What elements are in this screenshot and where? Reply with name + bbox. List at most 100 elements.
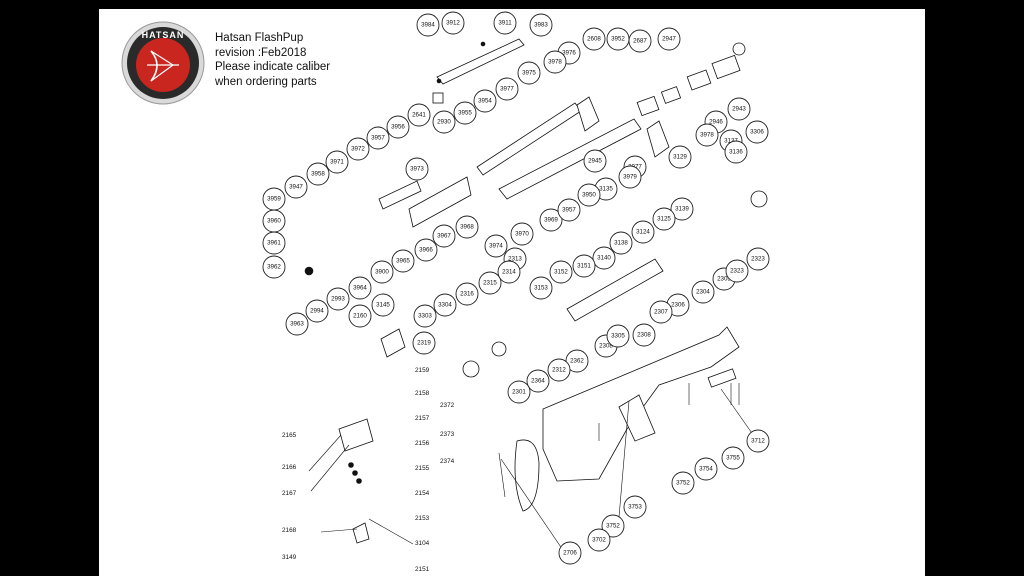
part-callout: 3966 bbox=[414, 238, 438, 262]
part-callout: 2314 bbox=[497, 260, 521, 284]
part-callout: 3959 bbox=[262, 187, 286, 211]
part-callout: 2947 bbox=[657, 27, 681, 51]
part-number-label: 2156 bbox=[415, 440, 430, 447]
callout-circle bbox=[348, 276, 372, 300]
spring-part bbox=[352, 470, 358, 476]
part-number-label: 2165 bbox=[282, 432, 297, 439]
part-callout: 3125 bbox=[652, 207, 676, 231]
part-callout: 3984 bbox=[416, 13, 440, 37]
part-callout: 2364 bbox=[526, 369, 550, 393]
callout-circle bbox=[366, 126, 390, 150]
header-text: Hatsan FlashPup revision :Feb2018 Please… bbox=[215, 31, 330, 89]
callout-number: 3970 bbox=[515, 231, 529, 238]
gauge-part bbox=[462, 360, 480, 378]
callout-number: 2308 bbox=[637, 332, 651, 339]
callout-number: 2641 bbox=[412, 112, 426, 119]
callout-circle bbox=[325, 150, 349, 174]
callout-circle bbox=[609, 231, 633, 255]
callout-number: 3125 bbox=[657, 216, 671, 223]
header-line: Please indicate caliber bbox=[215, 61, 331, 73]
callout-circle bbox=[582, 27, 606, 51]
callout-circle bbox=[326, 287, 350, 311]
part-callout: 3755 bbox=[721, 446, 745, 470]
callout-circle bbox=[497, 260, 521, 284]
part-callout: 3753 bbox=[623, 495, 647, 519]
callout-number: 3752 bbox=[606, 523, 620, 530]
rear-sight-part bbox=[646, 120, 670, 158]
part-callout: 3752 bbox=[601, 514, 625, 538]
callout-number: 3151 bbox=[577, 263, 591, 270]
callout-number: 3304 bbox=[438, 302, 452, 309]
part-callout: 3138 bbox=[609, 231, 633, 255]
part-callout: 3963 bbox=[285, 312, 309, 336]
part-callout: 3969 bbox=[539, 208, 563, 232]
callout-circle bbox=[671, 471, 695, 495]
part-number-label: 2158 bbox=[415, 390, 430, 397]
butt-pad-part bbox=[514, 439, 540, 512]
part-callout: 3702 bbox=[587, 528, 611, 552]
callout-circle bbox=[746, 429, 770, 453]
screw-part bbox=[436, 78, 442, 84]
part-callout: 3978 bbox=[695, 123, 719, 147]
part-callout: 3303 bbox=[413, 304, 437, 328]
callout-circle bbox=[606, 324, 630, 348]
callout-number: 2301 bbox=[512, 389, 526, 396]
free-labels: 2159 2158 2157 2156 2155 2154 2153 3104 … bbox=[282, 367, 455, 573]
header-line: revision :Feb2018 bbox=[215, 46, 307, 59]
callout-number: 3963 bbox=[290, 321, 304, 328]
callout-circle bbox=[433, 293, 457, 317]
part-callout: 3962 bbox=[262, 255, 286, 279]
part-callout: 3954 bbox=[473, 89, 497, 113]
part-callout: 3970 bbox=[510, 222, 534, 246]
valve-part bbox=[491, 341, 507, 357]
callout-circle bbox=[557, 198, 581, 222]
moderator-part bbox=[636, 95, 660, 117]
part-callout: 3956 bbox=[386, 115, 410, 139]
part-callout: 3153 bbox=[529, 276, 553, 300]
callout-circle bbox=[285, 312, 309, 336]
callout-number: 3956 bbox=[391, 124, 405, 131]
part-callout: 2316 bbox=[455, 282, 479, 306]
header-line: when ordering parts bbox=[215, 75, 317, 88]
part-callout: 3305 bbox=[606, 324, 630, 348]
callout-number: 2930 bbox=[437, 119, 451, 126]
callout-circle bbox=[694, 457, 718, 481]
part-number-label: 2166 bbox=[282, 464, 297, 471]
callout-number: 3752 bbox=[676, 480, 690, 487]
part-callout: 3152 bbox=[549, 260, 573, 284]
callout-number: 2946 bbox=[709, 119, 723, 126]
part-callout: 2608 bbox=[582, 27, 606, 51]
end-cap-part bbox=[732, 42, 746, 56]
callout-number: 3978 bbox=[700, 132, 714, 139]
callout-number: 3969 bbox=[544, 217, 558, 224]
callout-circle bbox=[628, 29, 652, 53]
part-number-label: 2154 bbox=[415, 490, 430, 497]
callout-number: 3140 bbox=[597, 255, 611, 262]
part-callout: 3967 bbox=[432, 224, 456, 248]
callout-circle bbox=[543, 50, 567, 74]
moderator-part bbox=[686, 69, 712, 91]
bolt-part bbox=[378, 180, 422, 210]
callout-circle bbox=[507, 380, 531, 404]
callout-number: 2319 bbox=[417, 340, 431, 347]
part-callout: 2943 bbox=[727, 97, 751, 121]
callout-circle bbox=[623, 495, 647, 519]
part-callout: 3957 bbox=[366, 126, 390, 150]
callout-circle bbox=[746, 247, 770, 271]
callout-number: 3136 bbox=[729, 149, 743, 156]
callout-circle bbox=[695, 123, 719, 147]
callout-number: 3972 bbox=[351, 146, 365, 153]
rail-clamp-part bbox=[432, 92, 444, 104]
callout-number: 3912 bbox=[446, 20, 460, 27]
safety-part bbox=[352, 522, 370, 544]
callout-circle bbox=[577, 183, 601, 207]
part-callout: 3955 bbox=[453, 101, 477, 125]
callout-number: 2160 bbox=[353, 313, 367, 320]
part-number-label: 2167 bbox=[282, 490, 297, 497]
receiver-part bbox=[408, 176, 472, 228]
callout-circle bbox=[618, 165, 642, 189]
part-callout: 3151 bbox=[572, 254, 596, 278]
callout-number: 2993 bbox=[331, 296, 345, 303]
part-callout: 3972 bbox=[346, 137, 370, 161]
